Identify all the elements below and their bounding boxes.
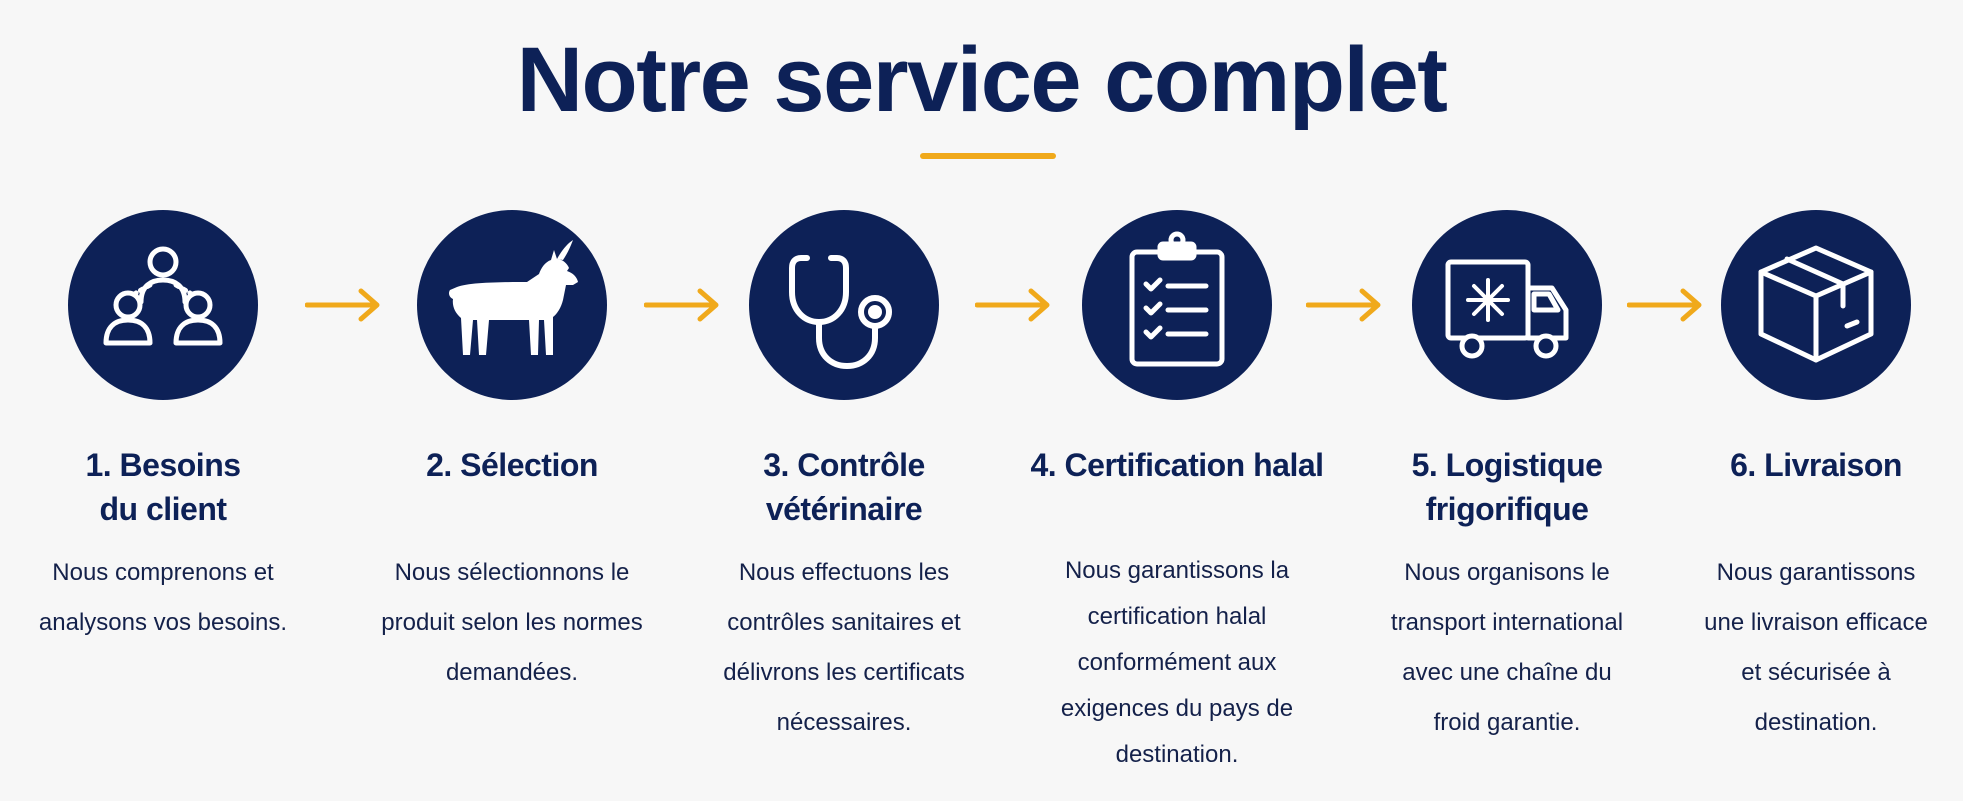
desc-line: Nous comprenons et [52, 559, 274, 586]
refrigerated-truck-icon [1445, 259, 1569, 359]
step-3-title: 3. Contrôle vétérinaire [709, 443, 979, 531]
desc-line: transport international [1390, 609, 1624, 636]
step-1: 1. Besoins du client Nous comprenons et … [28, 0, 298, 801]
desc-line: Nous sélectionnons le [394, 559, 630, 586]
step-6: 6. Livraison Nous garantissons une livra… [1681, 0, 1951, 801]
step-1-title-line1: 1. Besoins [85, 447, 241, 483]
step-2: 2. Sélection Nous sélectionnons le produ… [377, 0, 647, 801]
step-4-title-line1: 4. Certification halal [1030, 447, 1324, 483]
stethoscope-icon [789, 255, 892, 369]
desc-line: destination. [1115, 741, 1239, 768]
desc-line: avec une chaîne du [1402, 659, 1612, 686]
people-icon [103, 246, 223, 346]
arrow-right-icon [1306, 288, 1381, 322]
desc-line: froid garantie. [1433, 709, 1581, 736]
desc-line: certification halal [1087, 603, 1267, 630]
step-5: 5. Logistique frigorifique Nous organiso… [1372, 0, 1642, 801]
title-underline [920, 153, 1056, 159]
step-3: 3. Contrôle vétérinaire Nous effectuons … [709, 0, 979, 801]
desc-line: Nous effectuons les [738, 559, 950, 586]
step-6-title: 6. Livraison [1681, 443, 1951, 487]
step-6-title-line1: 6. Livraison [1730, 447, 1902, 483]
arrow-right-icon [644, 288, 719, 322]
step-6-description: Nous garantissons une livraison efficace… [1671, 548, 1961, 748]
step-5-description: Nous organisons le transport internation… [1362, 548, 1652, 748]
desc-line: demandées. [445, 659, 579, 686]
step-2-description: Nous sélectionnons le produit selon les … [367, 548, 657, 698]
desc-line: Nous garantissons [1716, 559, 1916, 586]
step-5-title-line2: frigorifique [1425, 491, 1589, 527]
step-4: 4. Certification halal Nous garantissons… [1030, 0, 1324, 801]
step-3-circle [749, 210, 939, 400]
desc-line: nécessaires. [776, 709, 912, 736]
step-3-title-line1: 3. Contrôle [763, 447, 925, 483]
step-2-title-line1: 2. Sélection [426, 447, 598, 483]
step-4-title: 4. Certification halal [1022, 443, 1332, 487]
desc-line: délivrons les certificats [723, 659, 965, 686]
step-6-circle [1721, 210, 1911, 400]
goat-icon [449, 240, 578, 355]
step-1-title-line2: du client [99, 491, 227, 527]
arrow-right-icon [305, 288, 380, 322]
desc-line: destination. [1754, 709, 1878, 736]
arrow-right-icon [1627, 288, 1702, 322]
desc-line: Nous garantissons la [1064, 557, 1290, 584]
desc-line: exigences du pays de [1060, 695, 1294, 722]
step-4-description: Nous garantissons la certification halal… [1032, 548, 1322, 778]
desc-line: Nous organisons le [1404, 559, 1610, 586]
step-2-title: 2. Sélection [377, 443, 647, 487]
package-box-icon [1758, 245, 1874, 363]
arrow-right-icon [975, 288, 1050, 322]
step-1-circle [68, 210, 258, 400]
desc-line: produit selon les normes [381, 609, 643, 636]
step-5-title: 5. Logistique frigorifique [1372, 443, 1642, 531]
step-3-description: Nous effectuons les contrôles sanitaires… [699, 548, 989, 748]
desc-line: analysons vos besoins. [38, 609, 288, 636]
step-4-circle [1082, 210, 1272, 400]
page-title: Notre service complet [516, 29, 1448, 131]
desc-line: conformément aux [1077, 649, 1277, 676]
desc-line: une livraison efficace [1704, 609, 1928, 636]
step-3-title-line2: vétérinaire [765, 491, 923, 527]
step-2-circle [417, 210, 607, 400]
step-1-description: Nous comprenons et analysons vos besoins… [18, 548, 308, 648]
desc-line: contrôles sanitaires et [727, 609, 961, 636]
step-5-circle [1412, 210, 1602, 400]
step-1-title: 1. Besoins du client [28, 443, 298, 531]
desc-line: et sécurisée à [1741, 659, 1891, 686]
clipboard-checklist-icon [1129, 231, 1225, 367]
step-5-title-line1: 5. Logistique [1411, 447, 1603, 483]
